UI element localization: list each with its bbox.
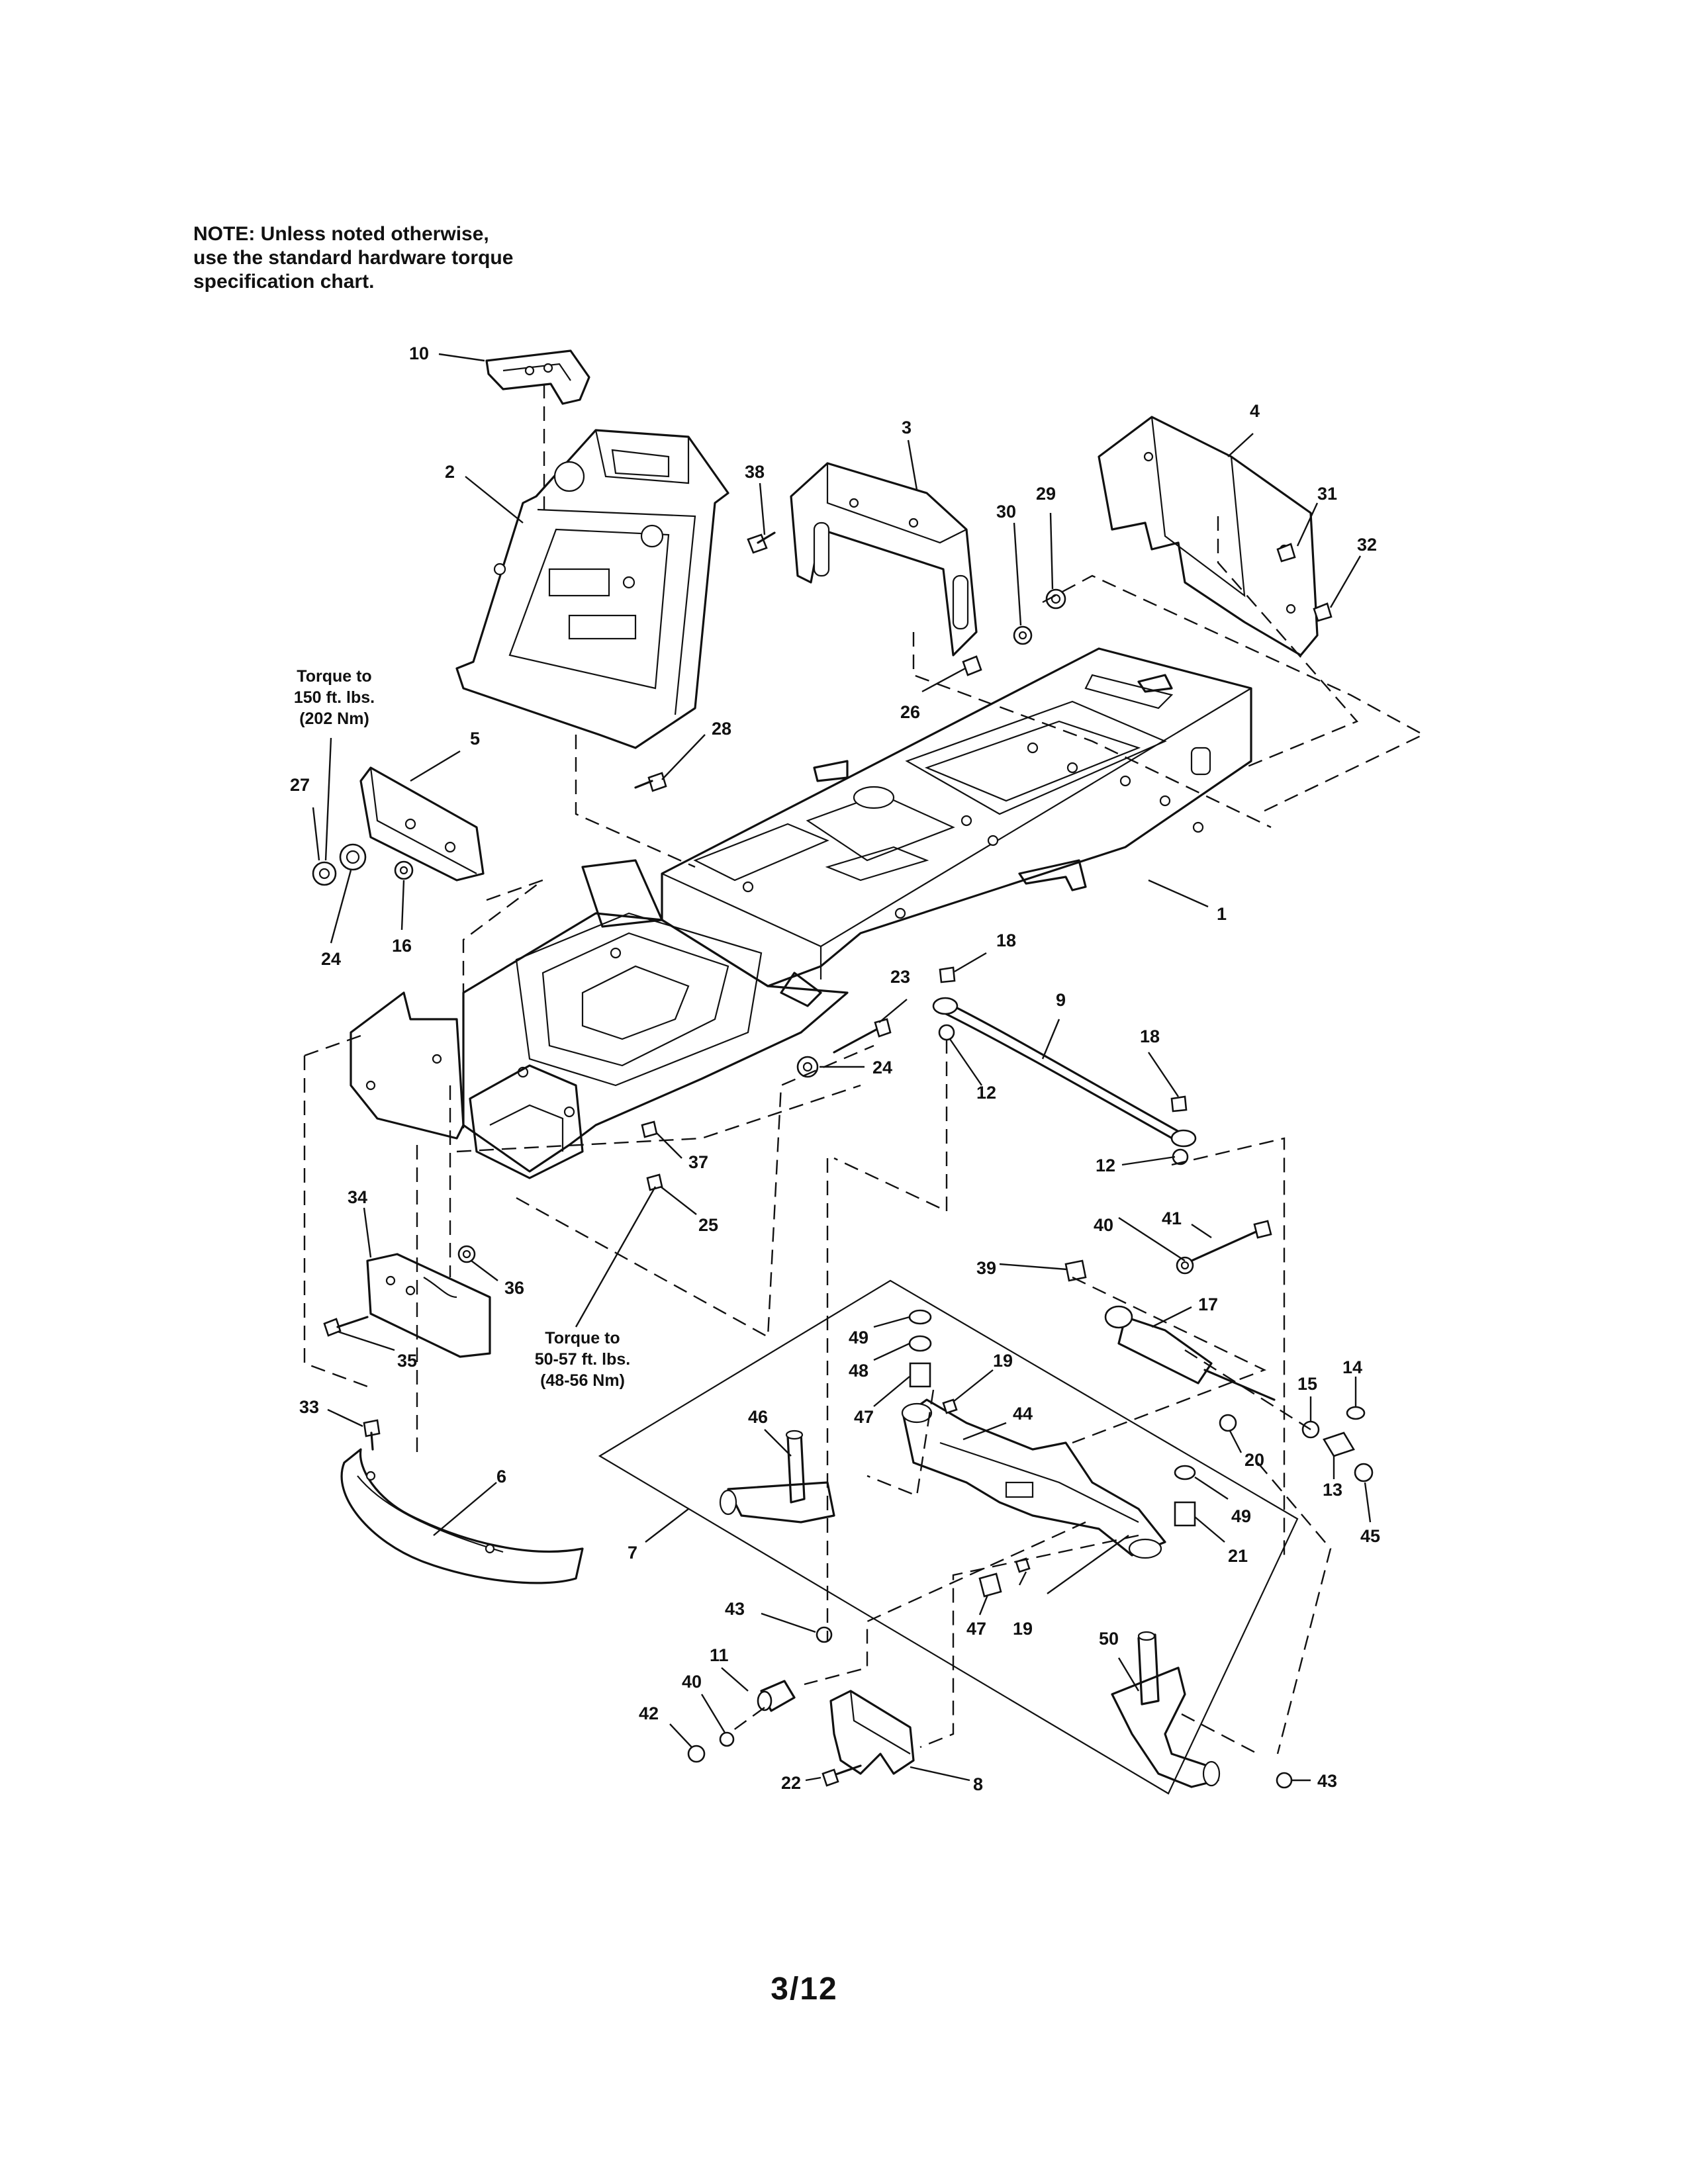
part-3-bracket [790, 462, 978, 657]
part-34-plate [366, 1253, 491, 1358]
part-11-spacer [757, 1680, 796, 1712]
note-line-3: specification chart. [193, 271, 375, 293]
part-4-rear-bracket [1098, 416, 1319, 657]
callout-labels: 10 2 38 3 4 29 30 31 32 26 28 5 27 24 16… [290, 343, 1380, 1794]
callout-27: 27 [290, 775, 310, 795]
part-2-dash-support [455, 429, 729, 749]
callout-47-upper: 47 [854, 1407, 874, 1427]
part-6-bumper [340, 1448, 584, 1584]
callout-12-lower: 12 [1096, 1156, 1115, 1175]
callout-10: 10 [409, 343, 429, 363]
callout-24-right: 24 [872, 1058, 892, 1077]
callout-38: 38 [745, 462, 765, 482]
callout-49-right: 49 [1231, 1506, 1251, 1526]
torque-note-lower: Torque to 50-57 ft. lbs. (48-56 Nm) [535, 1329, 631, 1390]
callout-36: 36 [504, 1278, 524, 1298]
part-46-spindle [719, 1430, 835, 1524]
callout-14: 14 [1342, 1357, 1362, 1377]
callout-29: 29 [1036, 484, 1056, 504]
callout-18-upper: 18 [996, 931, 1016, 950]
page-number: 3/12 [771, 1972, 838, 2007]
callout-47-lower: 47 [966, 1619, 986, 1639]
callout-13: 13 [1323, 1480, 1342, 1500]
hardware-items [312, 531, 1374, 1789]
callout-30: 30 [996, 502, 1016, 522]
callout-22: 22 [781, 1773, 801, 1793]
torque-upper-line-2: 150 ft. lbs. [294, 688, 375, 707]
torque-lower-line-1: Torque to [545, 1329, 620, 1347]
callout-40-lower: 40 [682, 1672, 702, 1692]
part-8-bracket [829, 1690, 915, 1775]
callout-49-left: 49 [849, 1328, 868, 1347]
callout-18-lower: 18 [1140, 1026, 1160, 1046]
callout-48: 48 [849, 1361, 868, 1381]
part-44-axle [901, 1398, 1166, 1559]
torque-lower-line-3: (48-56 Nm) [540, 1371, 625, 1390]
part-17-shock [1104, 1305, 1276, 1401]
callout-32: 32 [1357, 535, 1377, 555]
callout-42: 42 [639, 1704, 659, 1723]
callout-37: 37 [688, 1152, 708, 1172]
part-50-spindle [1111, 1631, 1221, 1788]
callout-21: 21 [1228, 1546, 1248, 1566]
torque-upper-line-3: (202 Nm) [299, 709, 369, 728]
callout-5: 5 [470, 729, 480, 749]
note-line-1: NOTE: Unless noted otherwise, [193, 223, 489, 245]
callout-19-lower: 19 [1013, 1619, 1033, 1639]
part-1-front-pan [462, 859, 849, 1173]
callout-40-upper: 40 [1094, 1215, 1113, 1235]
callout-46: 46 [748, 1407, 768, 1427]
part-1-main-frame [661, 647, 1252, 987]
callout-33: 33 [299, 1397, 319, 1417]
part-10-bracket [485, 349, 590, 405]
alignment-dashed-lines [303, 384, 1425, 1755]
callout-11: 11 [710, 1645, 729, 1665]
callout-20: 20 [1244, 1450, 1264, 1470]
callout-3: 3 [902, 418, 912, 437]
callout-26: 26 [900, 702, 920, 722]
callout-8: 8 [973, 1774, 983, 1794]
callout-28: 28 [712, 719, 731, 739]
callout-15: 15 [1297, 1374, 1317, 1394]
torque-note-upper: Torque to 150 ft. lbs. (202 Nm) [294, 667, 375, 728]
callout-45: 45 [1360, 1526, 1380, 1546]
callout-17: 17 [1198, 1295, 1218, 1314]
callout-43-left: 43 [725, 1599, 745, 1619]
callout-6: 6 [496, 1467, 506, 1486]
note-line-2: use the standard hardware torque [193, 247, 514, 269]
callout-24-left: 24 [321, 949, 341, 969]
callout-4: 4 [1250, 401, 1260, 421]
hardware-torque-note: NOTE: Unless noted otherwise, use the st… [193, 222, 590, 294]
part-9-drag-link [932, 997, 1197, 1148]
callout-35: 35 [397, 1351, 417, 1371]
callout-43-right: 43 [1317, 1771, 1337, 1791]
callout-41: 41 [1162, 1208, 1182, 1228]
torque-lower-line-2: 50-57 ft. lbs. [535, 1350, 631, 1369]
callout-25: 25 [698, 1215, 718, 1235]
torque-upper-line-1: Torque to [297, 667, 371, 686]
callout-12-upper: 12 [976, 1083, 996, 1103]
callout-2: 2 [445, 462, 455, 482]
callout-7: 7 [628, 1543, 637, 1563]
callout-19-upper: 19 [993, 1351, 1013, 1371]
part-7-axle-outline [598, 1279, 1299, 1795]
part-5-bracket [359, 766, 485, 882]
callout-1: 1 [1217, 904, 1227, 924]
callout-50: 50 [1099, 1629, 1119, 1649]
callout-23: 23 [890, 967, 910, 987]
callout-16: 16 [392, 936, 412, 956]
callout-9: 9 [1056, 990, 1066, 1010]
callout-39: 39 [976, 1258, 996, 1278]
callout-31: 31 [1317, 484, 1337, 504]
callout-34: 34 [348, 1187, 367, 1207]
callout-leader-lines [312, 353, 1372, 1782]
callout-44: 44 [1013, 1404, 1033, 1424]
